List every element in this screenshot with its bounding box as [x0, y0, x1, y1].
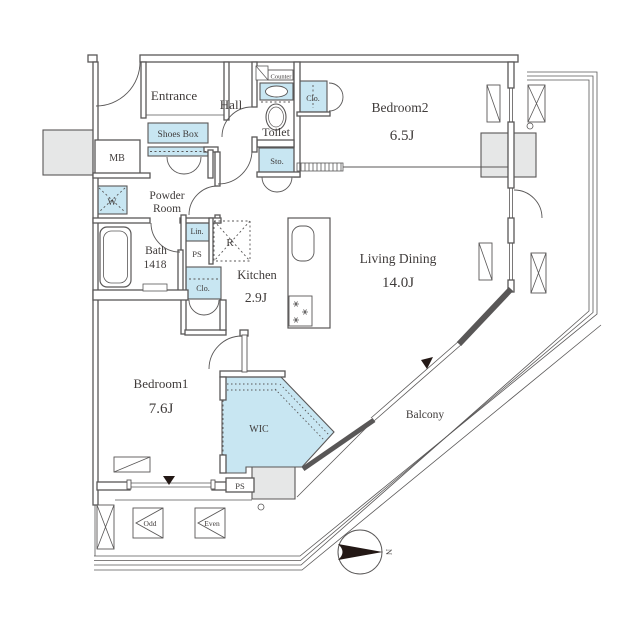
label-bedroom2: Bedroom2	[372, 100, 429, 115]
dashed-symbols	[98, 85, 330, 455]
balcony-railing	[94, 71, 602, 571]
label-counter: Counter	[271, 74, 293, 81]
bedroom2-transom-hatch	[296, 162, 344, 172]
label-bedroom2-size: 6.5J	[390, 128, 415, 144]
ld-window-rail2	[373, 343, 463, 422]
closet-top-doors	[328, 82, 344, 112]
stove-burners	[293, 301, 308, 323]
toilet-door-arc	[221, 106, 253, 138]
label-living-dining: Living Dining	[360, 251, 437, 266]
label-mb: MB	[109, 153, 125, 164]
toilet-seat	[268, 106, 284, 128]
closet-mid	[185, 266, 222, 300]
door-arcs	[95, 61, 543, 373]
thin-lines	[94, 88, 513, 556]
label-bath-2: 1418	[144, 259, 167, 271]
hall-door-arc	[217, 149, 253, 185]
label-kitchen: Kitchen	[237, 268, 277, 282]
label-linen: Lin.	[190, 227, 203, 236]
bathtub-inner	[103, 230, 128, 284]
odd-panel	[132, 507, 164, 539]
label-balcony: Balcony	[406, 409, 445, 421]
label-even: Even	[204, 519, 220, 528]
walls	[87, 54, 519, 506]
kitchen-stove	[288, 295, 313, 327]
label-powder-1: Powder	[149, 190, 184, 202]
label-bedroom1: Bedroom1	[134, 376, 189, 391]
bath-counter	[142, 283, 168, 292]
storage-doors	[261, 176, 293, 193]
label-powder-2: Room	[153, 203, 181, 215]
north-arrow-icon	[338, 544, 383, 560]
entry-door-arc	[95, 61, 141, 107]
entrance-closet-doors	[166, 156, 202, 175]
balcony-access-door-arc	[513, 189, 543, 219]
fridge-space	[213, 220, 251, 262]
ld-window-rail1	[370, 340, 460, 419]
label-sto: Sto.	[270, 156, 283, 166]
corridor-meter-bay	[42, 129, 96, 176]
bath-door-arc	[150, 222, 181, 253]
labels: Entrance Hall Toilet Counter Clo. Sto. B…	[108, 74, 445, 556]
bedroom1-door-leaf	[241, 334, 248, 373]
fixtures	[96, 65, 547, 550]
diagonal-walls	[301, 286, 514, 472]
toilet-tank-sink	[265, 85, 288, 98]
label-washer: W	[108, 198, 117, 208]
balcony-inner-line	[296, 422, 372, 498]
window-markers	[163, 357, 433, 485]
label-living-dining-size: 14.0J	[382, 275, 414, 291]
compass-icon	[337, 529, 383, 575]
shoes-box	[147, 122, 209, 144]
label-ps-mid: PS	[192, 249, 202, 259]
kitchen-sink	[291, 225, 315, 262]
balcony-drain-1	[526, 122, 534, 130]
window-marker-bedroom1	[163, 476, 175, 485]
even-panel	[194, 507, 226, 539]
window-marker-ld	[421, 357, 433, 369]
label-bedroom1-size: 7.6J	[149, 401, 174, 417]
label-kitchen-size: 2.9J	[245, 290, 267, 305]
wic-hanger-pipes	[227, 383, 330, 441]
label-clo-top: Clo.	[306, 94, 320, 103]
label-wic: WIC	[249, 424, 269, 435]
label-clo-mid: Clo.	[196, 284, 210, 293]
label-odd: Odd	[144, 519, 157, 528]
powder-room-door-arc	[188, 185, 219, 216]
label-toilet: Toilet	[262, 125, 290, 139]
label-north: N	[384, 549, 394, 555]
label-entrance: Entrance	[151, 88, 197, 103]
balcony-panels	[132, 507, 226, 539]
washer-space	[96, 185, 128, 215]
label-hall: Hall	[220, 97, 243, 112]
label-ps-bottom: PS	[235, 481, 245, 491]
label-shoes-box: Shoes Box	[158, 130, 199, 140]
closet-mid-doors	[188, 299, 220, 316]
balcony-drain-2	[257, 503, 265, 511]
label-bath-1: Bath	[145, 245, 167, 257]
storage-box	[258, 147, 297, 174]
bedroom1-door-arc	[208, 335, 243, 370]
label-fridge: R	[226, 237, 234, 249]
